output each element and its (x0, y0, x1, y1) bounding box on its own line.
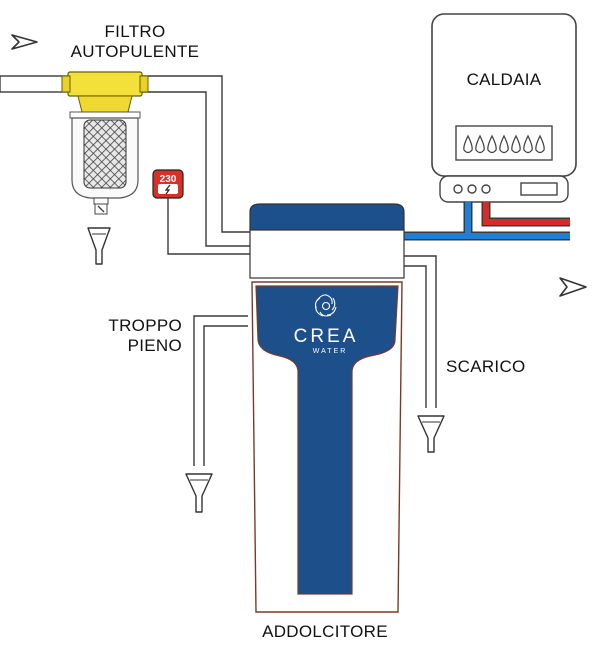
drain-pipe (404, 255, 437, 408)
brand-tagline: WATER (313, 348, 348, 355)
filter-drain-funnel-icon (87, 227, 111, 265)
filter-label-line-2: AUTOPULENTE (70, 42, 200, 61)
filter-label-line-1: FILTRO (104, 22, 166, 41)
flame-icon (463, 134, 473, 154)
inlet-pipe (0, 75, 71, 93)
flame-icon (487, 134, 497, 154)
softener-label: ADDOLCITORE (262, 622, 388, 641)
filter-to-softener-pipe (140, 75, 250, 247)
power-socket-icon (152, 169, 184, 199)
self-cleaning-filter (61, 71, 149, 215)
filter-label: FILTRO AUTOPULENTE (60, 22, 210, 62)
overflow-label: TROPPO PIENO (90, 316, 182, 356)
drain-funnel-icon (417, 415, 445, 453)
power-cable (167, 198, 252, 255)
overflow-funnel-icon (185, 473, 213, 513)
drain-label: SCARICO (446, 357, 526, 376)
flame-icon (475, 134, 485, 154)
overflow-pipe (193, 315, 248, 466)
water-softener (249, 203, 405, 613)
brand-name: CREA (294, 326, 359, 347)
boiler-label: CALDAIA (466, 70, 542, 89)
flame-icon (523, 134, 533, 154)
flame-icon (499, 134, 509, 154)
overflow-label-line-1: TROPPO (108, 316, 182, 335)
outlet-flow-arrow-icon (559, 277, 587, 297)
overflow-label-line-2: PIENO (127, 336, 182, 355)
inlet-flow-arrow-icon (11, 34, 38, 50)
flame-icon (511, 134, 521, 154)
boiler (431, 13, 577, 203)
burner-flames (463, 134, 545, 154)
crea-logo-icon (314, 294, 337, 317)
softened-water-pipe (404, 202, 570, 241)
flame-icon (535, 134, 545, 154)
power-voltage-label: 230 (160, 174, 177, 185)
hot-water-pipe (481, 202, 570, 227)
